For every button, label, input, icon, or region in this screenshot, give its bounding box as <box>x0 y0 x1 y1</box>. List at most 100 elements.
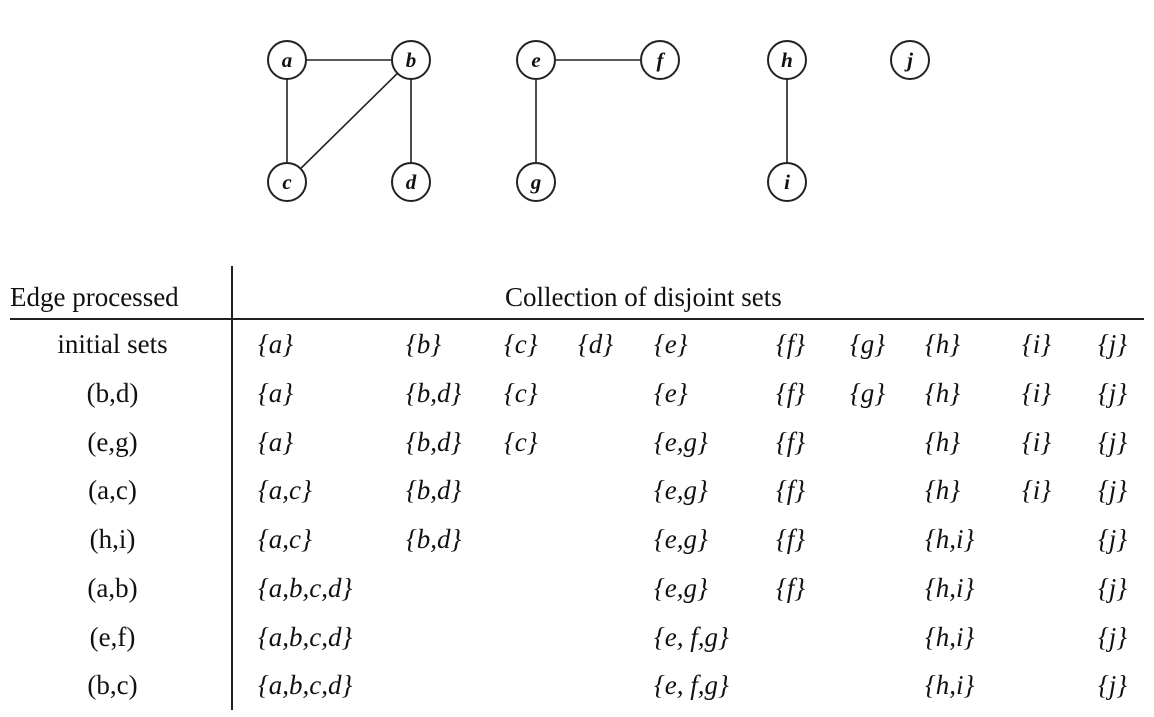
set-cell: {c} <box>504 427 538 457</box>
set-cell: {a,c} <box>258 524 312 554</box>
table-row: (b,d) {a} {b,d} {c} {e} {f} {g} {h} {i} {j} <box>0 373 1154 413</box>
node-circle-a <box>267 40 307 80</box>
node-label-c: c <box>282 170 292 194</box>
set-cell: {e} <box>654 378 688 408</box>
edge-processed-cell: (e,g) <box>87 427 138 457</box>
edge-processed-cell: (b,d) <box>86 378 139 408</box>
set-cell: {a} <box>258 329 294 359</box>
set-cell: {c} <box>504 329 538 359</box>
set-cell: {j} <box>1098 573 1128 603</box>
column-divider <box>231 266 233 710</box>
set-cell: {j} <box>1098 670 1128 700</box>
node-label-g: g <box>530 170 542 194</box>
node-label-f: f <box>657 48 666 72</box>
node-circle-j <box>890 40 930 80</box>
set-cell: {b} <box>406 329 442 359</box>
set-cell: {h,i} <box>925 524 975 554</box>
table-row: initial sets {a} {b} {c} {d} {e} {f} {g} {h} {i} {… <box>0 324 1154 364</box>
set-cell: {e,g} <box>654 573 708 603</box>
table-row: (e,g) {a} {b,d} {c} {e,g} {f} {h} {i} {j} <box>0 422 1154 462</box>
set-cell: {j} <box>1098 378 1128 408</box>
set-cell: {j} <box>1098 475 1128 505</box>
set-cell: {j} <box>1098 329 1128 359</box>
node-label-e: e <box>531 48 540 72</box>
set-cell: {j} <box>1098 524 1128 554</box>
node-circle-h <box>767 40 807 80</box>
set-cell: {c} <box>504 378 538 408</box>
set-cell: {e,g} <box>654 475 708 505</box>
node-label-b: b <box>406 48 417 72</box>
node-g: g <box>516 162 556 202</box>
set-cell: {e,g} <box>654 427 708 457</box>
set-cell: {f} <box>776 427 806 457</box>
set-cell: {f} <box>776 475 806 505</box>
graph-diagram: a b c d e f g h i j <box>267 40 930 202</box>
node-circle-d <box>391 162 431 202</box>
edge-processed-cell: (e,f) <box>89 622 136 652</box>
set-cell: {i} <box>1022 378 1052 408</box>
set-cell: {h,i} <box>925 573 975 603</box>
node-circle-g <box>516 162 556 202</box>
node-c: c <box>267 162 307 202</box>
set-cell: {i} <box>1022 427 1052 457</box>
set-cell: {a} <box>258 378 294 408</box>
edge-bc <box>286 59 412 183</box>
edge-processed-cell: initial sets <box>57 329 168 359</box>
set-cell: {b,d} <box>406 427 462 457</box>
node-circle-b <box>391 40 431 80</box>
table-row: (h,i) {a,c} {b,d} {e,g} {f} {h,i} {j} <box>0 519 1154 559</box>
set-cell: {b,d} <box>406 524 462 554</box>
set-cell: {e, f,g} <box>654 622 729 652</box>
node-i: i <box>767 162 807 202</box>
node-label-i: i <box>784 170 790 194</box>
set-cell: {j} <box>1098 622 1128 652</box>
set-cell: {f} <box>776 329 806 359</box>
edge-processed-cell: (a,c) <box>88 475 137 505</box>
set-cell: {i} <box>1022 475 1052 505</box>
set-cell: {h} <box>925 378 961 408</box>
node-f: f <box>640 40 680 80</box>
node-label-d: d <box>406 170 417 194</box>
table-row: (a,c) {a,c} {b,d} {e,g} {f} {h} {i} {j} <box>0 470 1154 510</box>
set-cell: {h} <box>925 475 961 505</box>
node-h: h <box>767 40 807 80</box>
set-cell: {f} <box>776 573 806 603</box>
set-cell: {a,b,c,d} <box>258 670 353 700</box>
node-label-a: a <box>282 48 293 72</box>
edge-processed-cell: (a,b) <box>87 573 138 603</box>
header-collection: Collection of disjoint sets <box>505 282 782 312</box>
set-cell: {b,d} <box>406 378 462 408</box>
set-cell: {j} <box>1098 427 1128 457</box>
edge-processed-cell: (h,i) <box>89 524 136 554</box>
table-row: (b,c){a,b,c,d}{e, f,g}{h,i}{j} <box>0 665 1154 705</box>
set-cell: {e,g} <box>654 524 708 554</box>
edge-processed-cell: (b,c) <box>87 670 138 700</box>
set-cell: {f} <box>776 524 806 554</box>
node-label-j: j <box>904 48 913 72</box>
node-circle-e <box>516 40 556 80</box>
node-j: j <box>890 40 930 80</box>
set-cell: {a} <box>258 427 294 457</box>
header-rule <box>10 318 1144 320</box>
set-cell: {f} <box>776 378 806 408</box>
set-cell: {h} <box>925 329 961 359</box>
node-circle-f <box>640 40 680 80</box>
set-cell: {h} <box>925 427 961 457</box>
set-cell: {e} <box>654 329 688 359</box>
node-e: e <box>516 40 556 80</box>
header-edge-processed: Edge processed <box>10 282 179 312</box>
set-cell: {i} <box>1022 329 1052 359</box>
node-b: b <box>391 40 431 80</box>
node-d: d <box>391 162 431 202</box>
set-cell: {g} <box>850 329 886 359</box>
set-cell: {g} <box>850 378 886 408</box>
set-cell: {h,i} <box>925 622 975 652</box>
node-circle-i <box>767 162 807 202</box>
set-cell: {b,d} <box>406 475 462 505</box>
set-cell: {a,c} <box>258 475 312 505</box>
set-cell: {e, f,g} <box>654 670 729 700</box>
set-cell: {d} <box>578 329 614 359</box>
set-cell: {a,b,c,d} <box>258 573 353 603</box>
node-label-h: h <box>781 48 793 72</box>
